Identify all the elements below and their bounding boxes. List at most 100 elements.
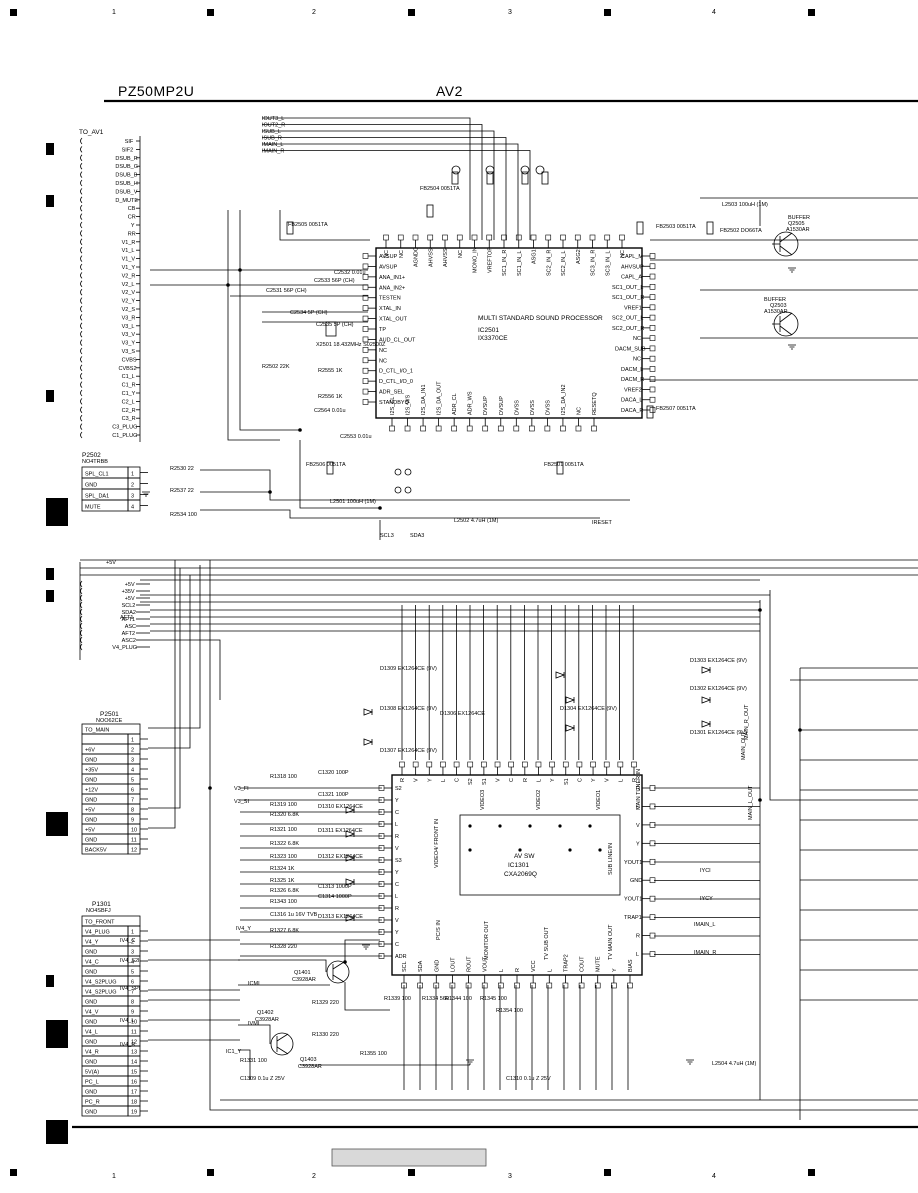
- p2501-pin-num: 10: [131, 828, 137, 834]
- diode-symbol: [701, 720, 712, 728]
- wire: [148, 565, 201, 729]
- diode-symbol: [363, 738, 374, 746]
- ic1301-pin-label: R: [515, 968, 521, 972]
- ic1301-pin-pad: [617, 761, 624, 768]
- resistor-symbol: [636, 221, 644, 235]
- q1402-transistor: Q1402 C3928AR: [255, 1010, 294, 1056]
- resistor-label: R1323 100: [270, 854, 297, 860]
- ic1301-pin-label: Y: [636, 841, 640, 847]
- ic2501-pin-pad: [545, 234, 552, 241]
- p1301-pin-num: 11: [131, 1030, 137, 1036]
- ic2501-pin-pad: [544, 425, 551, 432]
- p1301-title: TO_FRONT: [85, 920, 115, 926]
- ic2501-pin-label: TESTEN: [379, 296, 401, 302]
- p1301-pin-num: 2: [131, 940, 134, 946]
- ic2501-pin-pad: [497, 425, 504, 432]
- main-bus-pin-label: SDA2: [122, 610, 136, 616]
- ic2501-pin-label: ADR_CL: [452, 393, 458, 415]
- junction-dot: [798, 728, 802, 732]
- resistor-label: R1324 1K: [270, 866, 295, 872]
- ic2501-pin-pad: [649, 283, 656, 290]
- av1-pin-label: V3_Y: [122, 341, 136, 347]
- pin-mark: [80, 263, 83, 271]
- pin-mark: [80, 423, 83, 430]
- inductor-label: L2503 100uH (1M): [722, 202, 768, 208]
- main-bus-pin-label: +5V: [125, 582, 135, 588]
- ic2501-pin-pad: [649, 407, 656, 413]
- ic2501-pin-label: I2S_CL: [390, 397, 396, 415]
- av1-pin-label: V3_L: [122, 324, 135, 330]
- pin-mark: [80, 622, 83, 630]
- ic2501-pin-pad: [362, 399, 369, 405]
- av1-pin-label: V2_S: [122, 307, 136, 313]
- ic1301-block-label: TV MAIN OUT: [608, 924, 614, 960]
- pin-mark: [80, 580, 83, 588]
- av1-pin-label: C2_R: [122, 408, 136, 414]
- pin-mark: [80, 204, 83, 212]
- p1301-pin-num: 12: [131, 1040, 137, 1046]
- pin-mark: [80, 414, 83, 422]
- resistor-label: R1331 100: [240, 1058, 267, 1064]
- ic1301-pin-pad: [603, 761, 610, 768]
- av1-pin-label: C1_PLUG: [112, 433, 137, 439]
- diode-label: D1308 EX1264CE (9V): [380, 706, 437, 712]
- bus-label: IOUT3_L: [262, 116, 284, 122]
- pin-mark: [80, 643, 83, 651]
- av1-pin-label: CR: [128, 215, 136, 221]
- ic2501-pin-pad: [591, 425, 597, 432]
- av1-pin-label: DSUB_R: [115, 156, 137, 162]
- net-label: MAIN_OUT: [741, 731, 747, 760]
- ic1301-pin-label: L: [547, 969, 553, 972]
- ic2501-pin-label: AVSUP: [379, 264, 398, 270]
- p1301-pin-name: PC_L: [85, 1080, 99, 1086]
- ic2501-pin-pad: [515, 234, 522, 241]
- svg-text:Q1402: Q1402: [257, 1010, 274, 1016]
- ic2501-pin-pad: [362, 367, 369, 374]
- net-label: IMAIN_L: [694, 922, 715, 928]
- ic2501-right-pins: CAPL_MAHVSUPCAPL_ASC1_OUT_LSC1_OUT_RVREF…: [612, 253, 656, 414]
- ic1301-pin-label: SCL: [402, 961, 408, 972]
- q2505-transistor: BUFFER Q2505 A1530AR: [772, 215, 810, 257]
- diode-symbol: [555, 671, 566, 679]
- p1301-pin-name: V4_L: [85, 1030, 98, 1036]
- ic2501-ref: IC2501: [478, 327, 499, 334]
- ic2501-pin-label: SC2_OUT_L: [612, 316, 644, 322]
- ic2501-pin-pad: [362, 336, 369, 343]
- resistor-symbol: [451, 171, 459, 185]
- net-label: ICMI: [248, 981, 260, 987]
- diode-symbol: [345, 878, 356, 886]
- ic1301-switch-matrix: [459, 814, 621, 896]
- test-point: [394, 468, 402, 476]
- ic2501-pin-pad: [649, 335, 656, 341]
- capacitor-label: C2553 0.01u: [340, 434, 372, 440]
- pin-mark: [80, 364, 83, 372]
- av1-pin-label: C1_L: [122, 374, 135, 380]
- av1-pin-label: Y: [131, 223, 135, 229]
- p1301-pin-name: V4_PLUG: [85, 930, 110, 936]
- ic1301-pin-label: C: [455, 778, 461, 782]
- ic1301-pin-pad: [498, 982, 504, 989]
- diode-label: D1313 EX1264CE: [318, 914, 363, 920]
- switch-node: [598, 848, 602, 852]
- ic1301-ref: IC1301: [508, 862, 529, 869]
- ic2501-pin-pad: [574, 234, 581, 241]
- resistor-symbol: [426, 204, 434, 218]
- ic1301-pin-pad: [546, 982, 553, 989]
- ic1301-pin-label: Y: [395, 798, 399, 804]
- p2501-ref: P2501: [100, 711, 119, 718]
- bus-label: ISUB_L: [262, 129, 281, 135]
- ic2501-pin-label: CAPL_A: [621, 275, 642, 281]
- p2501-pin-num: 5: [131, 778, 134, 784]
- column-markers: [10, 9, 815, 1176]
- pin-mark: [80, 137, 83, 145]
- ic1301-pin-pad: [549, 761, 555, 768]
- svg-text:2: 2: [312, 1173, 316, 1180]
- resistor-label: R2555 1K: [318, 368, 343, 374]
- ic1301-pin-label: MUTE: [596, 956, 602, 972]
- inductor-label: L2501 100uH (1M): [330, 499, 376, 505]
- ic2501-pin-label: NC: [399, 250, 405, 258]
- net-label: IV4_S2I: [120, 958, 140, 964]
- wire: [200, 469, 630, 501]
- av1-pin-label: DSUB_G: [115, 164, 138, 170]
- ic1301-pin-label: GND: [630, 878, 642, 884]
